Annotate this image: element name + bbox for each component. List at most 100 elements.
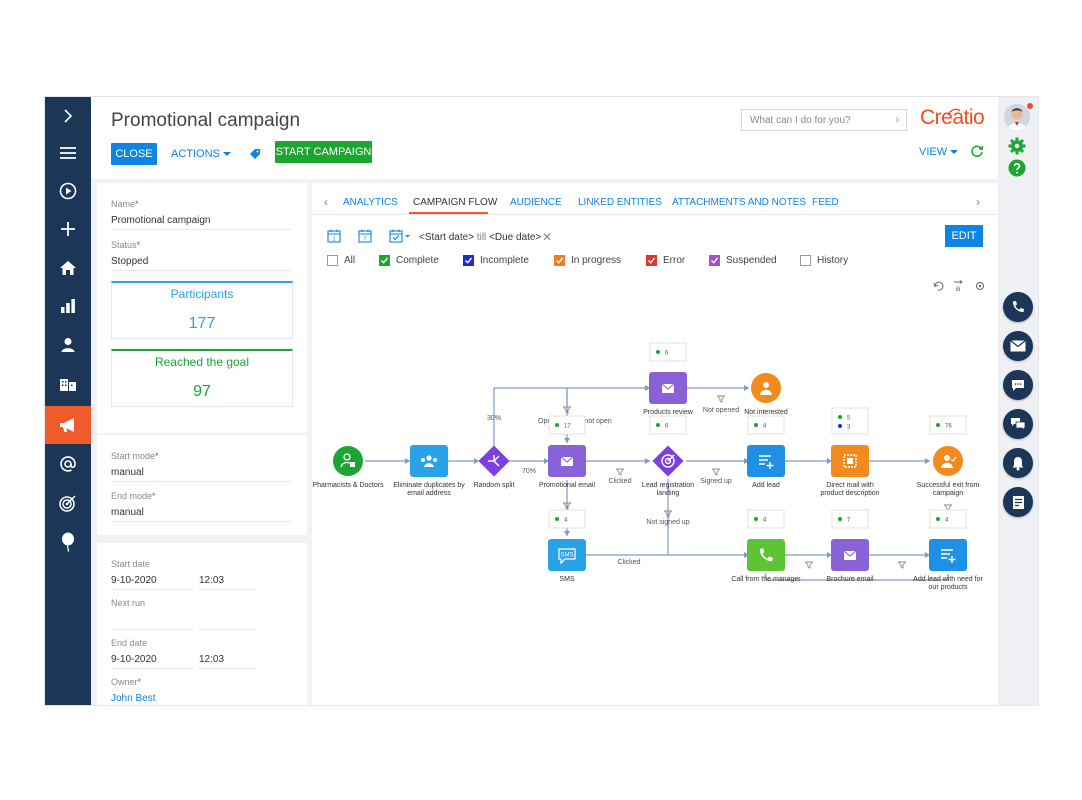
play-icon[interactable] bbox=[45, 172, 91, 210]
stats-badge[interactable] bbox=[649, 342, 687, 362]
start-date-field[interactable]: 9-10-2020 bbox=[111, 575, 193, 590]
email-icon[interactable] bbox=[1003, 331, 1033, 361]
flow-node-pharm[interactable] bbox=[333, 446, 363, 476]
checkbox[interactable] bbox=[327, 255, 338, 266]
status-field[interactable]: Stopped bbox=[111, 256, 291, 271]
activity-node-shape[interactable] bbox=[548, 539, 586, 571]
filter-icon[interactable] bbox=[804, 561, 814, 569]
stats-badge[interactable] bbox=[649, 415, 687, 435]
activity-node-shape[interactable] bbox=[410, 445, 448, 477]
avatar[interactable] bbox=[1004, 104, 1030, 130]
bar-chart-icon[interactable] bbox=[45, 287, 91, 325]
tab-campaign-flow[interactable]: CAMPAIGN FLOW bbox=[413, 197, 498, 208]
view-button[interactable]: VIEW bbox=[919, 146, 959, 158]
exit-success-node-shape[interactable] bbox=[933, 446, 963, 476]
stats-badge[interactable] bbox=[831, 407, 869, 435]
legend-error[interactable]: Error bbox=[646, 255, 685, 266]
target-icon[interactable] bbox=[45, 484, 91, 522]
audience-node-shape[interactable] bbox=[333, 446, 363, 476]
actions-button[interactable]: ACTIONS bbox=[171, 143, 231, 165]
home-icon[interactable] bbox=[45, 249, 91, 287]
filter-icon[interactable] bbox=[615, 468, 625, 476]
legend-in-progress[interactable]: In progress bbox=[554, 255, 621, 266]
legend-incomplete[interactable]: Incomplete bbox=[463, 255, 529, 266]
plus-icon[interactable] bbox=[45, 210, 91, 248]
start-mode-field[interactable]: manual bbox=[111, 467, 291, 482]
stats-badge[interactable] bbox=[548, 509, 586, 529]
filter-icon[interactable] bbox=[897, 561, 907, 569]
help-icon[interactable] bbox=[1008, 159, 1026, 182]
calendar-day-icon[interactable]: 1 bbox=[327, 229, 341, 248]
legend-suspended[interactable]: Suspended bbox=[709, 255, 777, 266]
settings-icon[interactable] bbox=[976, 282, 984, 290]
tag-icon[interactable] bbox=[249, 147, 261, 165]
gear-icon[interactable] bbox=[1008, 137, 1026, 160]
flow-node-call[interactable] bbox=[747, 539, 785, 571]
checkbox[interactable] bbox=[709, 255, 720, 266]
refresh-icon[interactable] bbox=[970, 144, 984, 163]
undo-icon[interactable] bbox=[933, 281, 944, 291]
clear-icon[interactable]: ✕ bbox=[542, 230, 553, 244]
stats-badge[interactable] bbox=[929, 509, 967, 529]
checkbox[interactable] bbox=[463, 255, 474, 266]
checkbox[interactable] bbox=[646, 255, 657, 266]
participants-metric[interactable]: Participants 177 bbox=[111, 281, 293, 339]
search-input[interactable]: What can I do for you? › bbox=[741, 109, 907, 131]
end-time-field[interactable]: 12:03 bbox=[199, 654, 257, 669]
stats-badge[interactable] bbox=[747, 415, 785, 435]
edit-button[interactable]: EDIT bbox=[945, 225, 983, 247]
auto-arrange-icon[interactable]: a bbox=[954, 280, 963, 294]
balloon-icon[interactable] bbox=[45, 523, 91, 561]
filter-icon[interactable] bbox=[716, 395, 726, 403]
flow-node-addlead[interactable] bbox=[747, 445, 785, 477]
tab-audience[interactable]: AUDIENCE bbox=[510, 197, 562, 208]
tab-linked-entities[interactable]: LINKED ENTITIES bbox=[578, 197, 662, 208]
phone-icon[interactable] bbox=[1003, 292, 1033, 322]
flow-node-sms[interactable] bbox=[548, 539, 586, 571]
checkbox[interactable] bbox=[800, 255, 811, 266]
calendar-week-icon[interactable]: 7 bbox=[358, 229, 372, 248]
activity-node-shape[interactable] bbox=[747, 539, 785, 571]
activity-node-shape[interactable] bbox=[929, 539, 967, 571]
stats-badge[interactable] bbox=[747, 509, 785, 529]
activity-node-shape[interactable] bbox=[747, 445, 785, 477]
start-campaign-button[interactable]: START CAMPAIGN bbox=[275, 141, 372, 163]
tab-attachments-notes[interactable]: ATTACHMENTS AND NOTES bbox=[672, 197, 807, 208]
chevron-left-icon[interactable]: ‹ bbox=[324, 195, 328, 209]
stats-badge[interactable] bbox=[929, 415, 967, 435]
filter-icon[interactable] bbox=[562, 502, 572, 510]
megaphone-icon[interactable] bbox=[45, 406, 91, 444]
filter-icon[interactable] bbox=[562, 406, 572, 414]
chevron-right-icon[interactable] bbox=[45, 97, 91, 135]
tab-feed[interactable]: FEED bbox=[812, 197, 839, 208]
messages-icon[interactable] bbox=[1003, 409, 1033, 439]
bell-icon[interactable] bbox=[1003, 448, 1033, 478]
filter-icon[interactable] bbox=[711, 468, 721, 476]
calendar-range-icon[interactable] bbox=[389, 229, 411, 248]
flow-node-dedup[interactable] bbox=[410, 445, 448, 477]
checkbox[interactable] bbox=[554, 255, 565, 266]
end-date-field[interactable]: 9-10-2020 bbox=[111, 654, 193, 669]
at-sign-icon[interactable] bbox=[45, 445, 91, 483]
next-run-date-field[interactable] bbox=[111, 614, 193, 630]
hamburger-icon[interactable] bbox=[45, 134, 91, 172]
building-icon[interactable] bbox=[45, 365, 91, 403]
person-icon[interactable] bbox=[45, 326, 91, 364]
stats-badge[interactable] bbox=[548, 415, 586, 435]
tab-analytics[interactable]: ANALYTICS bbox=[343, 197, 398, 208]
document-icon[interactable] bbox=[1003, 487, 1033, 517]
close-button[interactable]: CLOSE bbox=[111, 143, 157, 165]
flow-node-addlead2[interactable] bbox=[929, 539, 967, 571]
flow-node-success[interactable] bbox=[933, 446, 963, 476]
legend-all[interactable]: All bbox=[327, 255, 355, 266]
goal-metric[interactable]: Reached the goal 97 bbox=[111, 349, 293, 407]
checkbox[interactable] bbox=[379, 255, 390, 266]
legend-complete[interactable]: Complete bbox=[379, 255, 439, 266]
name-field[interactable]: Promotional campaign bbox=[111, 215, 291, 230]
filter-icon[interactable] bbox=[663, 510, 673, 518]
owner-link[interactable]: John Best bbox=[111, 693, 156, 704]
start-time-field[interactable]: 12:03 bbox=[199, 575, 257, 590]
next-run-time-field[interactable] bbox=[199, 614, 257, 630]
legend-history[interactable]: History bbox=[800, 255, 848, 266]
chat-icon[interactable] bbox=[1003, 370, 1033, 400]
